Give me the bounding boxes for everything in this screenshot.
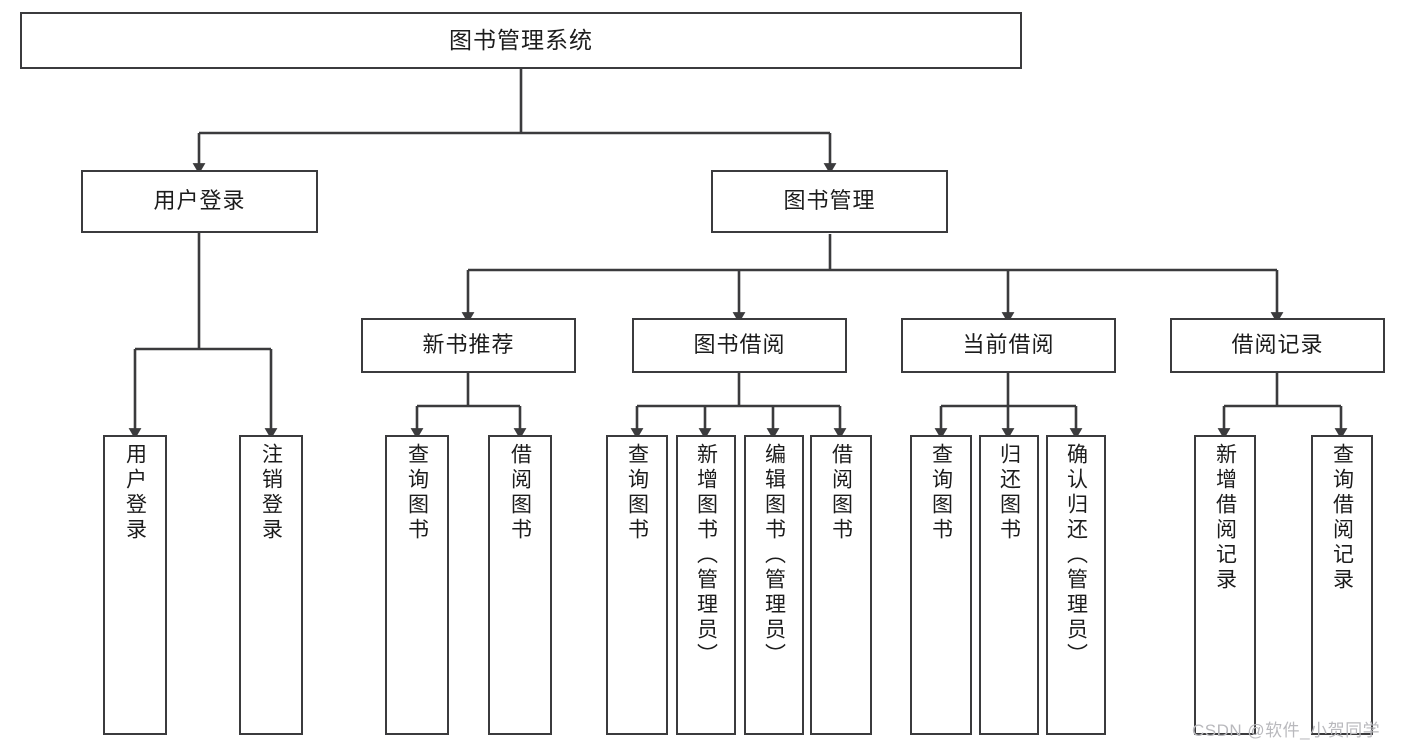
- node-leaf-book-borrow-borrow-label: 借阅图书: [829, 443, 853, 543]
- node-book-manage[interactable]: 图书管理: [711, 170, 948, 233]
- node-leaf-new-book-query[interactable]: 查询图书: [385, 435, 449, 735]
- node-leaf-book-borrow-query[interactable]: 查询图书: [606, 435, 668, 735]
- node-leaf-current-borrow-confirm-label: 确认归还（管理员）: [1064, 443, 1088, 668]
- node-leaf-user-login-signin[interactable]: 用户登录: [103, 435, 167, 735]
- node-leaf-borrow-record-add-label: 新增借阅记录: [1213, 443, 1237, 593]
- node-leaf-new-book-query-label: 查询图书: [405, 443, 429, 543]
- node-root-system-label: 图书管理系统: [449, 26, 593, 53]
- node-book-manage-label: 图书管理: [783, 188, 876, 214]
- node-book-borrow[interactable]: 图书借阅: [632, 318, 847, 373]
- node-leaf-book-borrow-add[interactable]: 新增图书（管理员）: [676, 435, 736, 735]
- node-leaf-book-borrow-query-label: 查询图书: [625, 443, 649, 543]
- node-leaf-current-borrow-return[interactable]: 归还图书: [979, 435, 1039, 735]
- node-current-borrow[interactable]: 当前借阅: [901, 318, 1116, 373]
- node-leaf-borrow-record-add[interactable]: 新增借阅记录: [1194, 435, 1256, 735]
- node-current-borrow-label: 当前借阅: [962, 332, 1055, 358]
- node-borrow-record-label: 借阅记录: [1231, 332, 1324, 358]
- node-new-book-recommend[interactable]: 新书推荐: [361, 318, 576, 373]
- node-leaf-user-login-signout[interactable]: 注销登录: [239, 435, 303, 735]
- node-leaf-book-borrow-borrow[interactable]: 借阅图书: [810, 435, 872, 735]
- node-leaf-book-borrow-edit-label: 编辑图书（管理员）: [762, 443, 786, 668]
- node-borrow-record[interactable]: 借阅记录: [1170, 318, 1385, 373]
- node-root-system[interactable]: 图书管理系统: [20, 12, 1022, 69]
- node-leaf-borrow-record-query[interactable]: 查询借阅记录: [1311, 435, 1373, 735]
- node-user-login-label: 用户登录: [153, 188, 246, 214]
- node-leaf-current-borrow-query[interactable]: 查询图书: [910, 435, 972, 735]
- node-leaf-current-borrow-return-label: 归还图书: [997, 443, 1021, 543]
- node-new-book-recommend-label: 新书推荐: [422, 332, 515, 358]
- node-leaf-new-book-borrow[interactable]: 借阅图书: [488, 435, 552, 735]
- node-leaf-current-borrow-confirm[interactable]: 确认归还（管理员）: [1046, 435, 1106, 735]
- node-leaf-current-borrow-query-label: 查询图书: [929, 443, 953, 543]
- node-leaf-book-borrow-add-label: 新增图书（管理员）: [694, 443, 718, 668]
- node-user-login[interactable]: 用户登录: [81, 170, 318, 233]
- node-leaf-user-login-signin-label: 用户登录: [123, 443, 147, 543]
- node-leaf-borrow-record-query-label: 查询借阅记录: [1330, 443, 1354, 593]
- node-leaf-book-borrow-edit[interactable]: 编辑图书（管理员）: [744, 435, 804, 735]
- node-book-borrow-label: 图书借阅: [693, 332, 786, 358]
- node-leaf-new-book-borrow-label: 借阅图书: [508, 443, 532, 543]
- node-leaf-user-login-signout-label: 注销登录: [259, 443, 283, 543]
